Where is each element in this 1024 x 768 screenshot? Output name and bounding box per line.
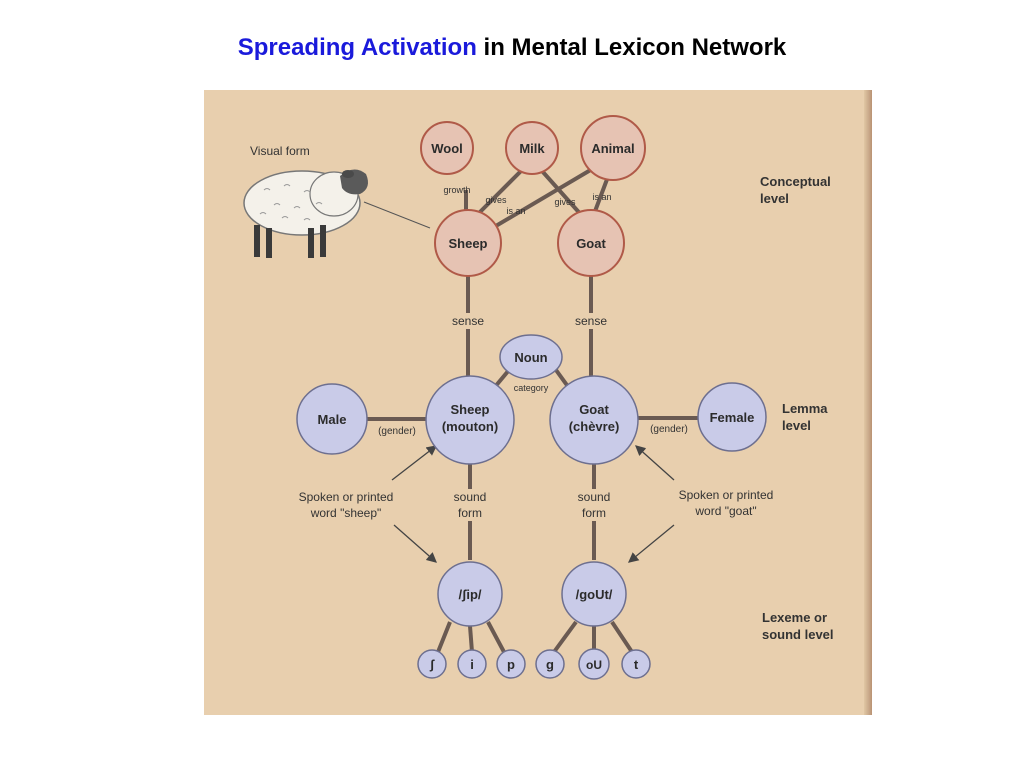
phoneme-label-i: i <box>470 657 474 672</box>
network-figure: Visual form Wool Milk Animal Sheep Goat … <box>204 90 872 715</box>
edge-label-sound-left-1: sound <box>454 490 487 504</box>
lemma-label-goat-1: Goat <box>579 402 609 417</box>
level-label-conceptual-2: level <box>760 191 789 206</box>
link-animal-sheep <box>487 163 601 232</box>
edge-label-is-an-left: is an <box>506 206 525 216</box>
concept-label-milk: Milk <box>519 141 545 156</box>
network-links <box>366 158 700 654</box>
link-p-phoneme <box>486 621 506 653</box>
lemma-node-noun: Noun <box>499 334 563 380</box>
page-edge <box>864 90 872 715</box>
lemma-label-male: Male <box>318 412 347 427</box>
edge-label-category: category <box>514 383 549 393</box>
concept-label-goat: Goat <box>576 236 606 251</box>
arrow-goat-lexeme <box>627 524 675 563</box>
lexeme-node-goat: /goUt/ <box>561 561 627 627</box>
level-label-conceptual-1: Conceptual <box>760 174 831 189</box>
lemma-node-goat: Goat (chèvre) <box>549 375 639 465</box>
concept-label-sheep: Sheep <box>448 236 487 251</box>
input-label-sheep-2: word "sheep" <box>310 506 382 520</box>
concept-label-animal: Animal <box>591 141 634 156</box>
phoneme-label-p: p <box>507 657 515 672</box>
lemma-node-sheep: Sheep (mouton) <box>425 375 515 465</box>
visual-form-pointer <box>363 201 431 229</box>
arrow-sheep-lexeme <box>393 524 437 563</box>
level-label-lemma-2: level <box>782 418 811 433</box>
link-animal-goat <box>592 173 611 215</box>
level-label-lemma-1: Lemma <box>782 401 828 416</box>
lexeme-label-sheep: /ʃip/ <box>458 587 481 602</box>
input-label-goat-1: Spoken or printed <box>679 488 774 502</box>
lemma-label-goat-2: (chèvre) <box>569 419 620 434</box>
level-label-lexeme-1: Lexeme or <box>762 610 827 625</box>
lemma-label-sheep-2: (mouton) <box>442 419 498 434</box>
sheep-picture <box>243 169 368 258</box>
edge-label-sound-left-2: form <box>458 506 482 520</box>
title-rest: in Mental Lexicon Network <box>476 34 787 61</box>
link-t-phoneme <box>610 620 634 654</box>
edge-label-gives-left: gives <box>485 195 507 205</box>
edge-label-is-an-right: is an <box>592 192 611 202</box>
edge-label-gender-left: (gender) <box>378 426 416 437</box>
concept-node-animal: Animal <box>580 115 646 181</box>
lemma-label-sheep-1: Sheep <box>450 402 489 417</box>
arrow-goat-lemma <box>635 445 675 481</box>
phoneme-node-i: i <box>457 649 487 679</box>
phoneme-node-ou: oU <box>578 648 610 680</box>
lemma-node-male: Male <box>296 383 368 455</box>
concept-node-sheep: Sheep <box>434 209 502 277</box>
level-label-lexeme-2: sound level <box>762 627 834 642</box>
lexeme-node-sheep: /ʃip/ <box>437 561 503 627</box>
lexeme-label-goat: /goUt/ <box>576 587 613 602</box>
phoneme-node-p: p <box>496 649 526 679</box>
lemma-label-noun: Noun <box>514 350 547 365</box>
phoneme-label-t: t <box>634 657 639 672</box>
visual-form-label: Visual form <box>250 144 310 158</box>
phoneme-label-ou: oU <box>586 658 602 672</box>
phoneme-node-sh: ʃ <box>417 649 447 679</box>
phoneme-label-g: g <box>546 657 554 672</box>
input-label-sheep-1: Spoken or printed <box>299 490 394 504</box>
title-highlight: Spreading Activation <box>237 34 477 61</box>
edge-label-growth: growth <box>443 185 470 195</box>
phoneme-node-t: t <box>621 649 651 679</box>
phoneme-label-sh: ʃ <box>429 657 435 672</box>
concept-node-goat: Goat <box>557 209 625 277</box>
edge-label-gender-right: (gender) <box>650 424 688 435</box>
network-diagram: Visual form Wool Milk Animal Sheep Goat … <box>243 115 834 680</box>
link-sh-phoneme <box>436 621 452 653</box>
arrow-sheep-lemma <box>391 445 438 481</box>
edge-label-gives-right: gives <box>554 197 576 207</box>
lemma-label-female: Female <box>710 410 755 425</box>
input-label-goat-2: word "goat" <box>694 504 756 518</box>
link-g-phoneme <box>552 620 578 654</box>
link-i-phoneme <box>468 625 474 653</box>
phoneme-node-g: g <box>535 649 565 679</box>
concept-label-wool: Wool <box>431 141 463 156</box>
edge-label-sense-right: sense <box>575 314 607 328</box>
concept-node-milk: Milk <box>505 121 559 175</box>
concept-node-wool: Wool <box>420 121 474 175</box>
page-title: Spreading Activation in Mental Lexicon N… <box>0 34 1024 62</box>
edge-label-sound-right-2: form <box>582 506 606 520</box>
edge-label-sound-right-1: sound <box>578 490 611 504</box>
lemma-node-female: Female <box>697 382 767 452</box>
edge-label-sense-left: sense <box>452 314 484 328</box>
